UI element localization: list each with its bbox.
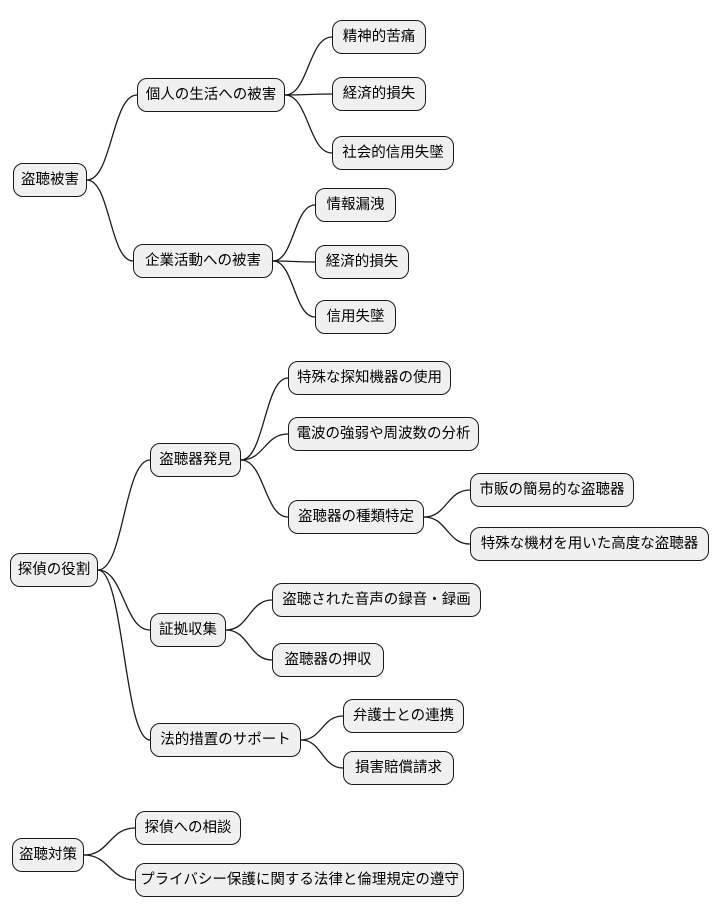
node-bug-type-identification: 盗聴器の種類特定 — [288, 500, 424, 534]
node-economic-loss-corporate: 経済的損失 — [315, 245, 409, 279]
node-wiretap-countermeasures: 盗聴対策 — [12, 838, 84, 872]
edge-n6-n8 — [272, 260, 316, 263]
edge-n11-n13 — [240, 433, 289, 461]
node-detective-role: 探偵の役割 — [10, 553, 98, 587]
node-special-detection-equipment: 特殊な探知機器の使用 — [288, 361, 451, 395]
node-evidence-collection: 証拠収集 — [150, 613, 226, 647]
node-personal-life-damage: 個人の生活への被害 — [137, 78, 285, 112]
node-commercial-simple-bug: 市販の簡易的な盗聴器 — [470, 473, 634, 507]
node-advanced-special-bug: 特殊な機材を用いた高度な盗聴器 — [470, 527, 709, 561]
node-privacy-law-compliance: プライバシー保護に関する法律と倫理規定の遵守 — [135, 863, 464, 897]
edge-n1-n2 — [86, 94, 138, 181]
node-information-leak: 情報漏洩 — [315, 188, 396, 222]
node-bug-detection: 盗聴器発見 — [150, 443, 241, 477]
node-social-credibility-loss: 社会的信用失墜 — [332, 136, 454, 170]
edge-n6-n9 — [272, 260, 316, 318]
edge-n23-n24 — [83, 827, 136, 856]
edge-n11-n14 — [240, 459, 289, 518]
node-wiretapping-damage: 盗聴被害 — [13, 163, 87, 197]
edge-n6-n7 — [272, 204, 316, 262]
node-lawyer-cooperation: 弁護士との連携 — [343, 699, 464, 733]
edge-n20-n22 — [300, 739, 344, 769]
edge-n10-n20 — [97, 569, 151, 741]
edge-n23-n25 — [83, 854, 136, 881]
node-mental-suffering: 精神的苦痛 — [332, 20, 426, 54]
edge-n17-n18 — [225, 599, 273, 631]
node-bug-seizure: 盗聴器の押収 — [272, 643, 384, 677]
edge-n2-n3 — [284, 36, 333, 96]
edge-n10-n17 — [97, 569, 151, 631]
node-damage-compensation-claim: 損害賠償請求 — [343, 751, 454, 785]
edge-n17-n19 — [225, 629, 273, 661]
node-detective-consultation: 探偵への相談 — [135, 811, 241, 845]
node-credibility-loss: 信用失墜 — [315, 300, 396, 334]
edge-n14-n15 — [423, 489, 471, 518]
edge-n2-n5 — [284, 94, 333, 154]
edge-n2-n4 — [284, 93, 333, 96]
edge-n1-n6 — [86, 179, 134, 262]
node-audio-video-recording: 盗聴された音声の録音・録画 — [272, 583, 481, 617]
node-radio-wave-analysis: 電波の強弱や周波数の分析 — [288, 417, 479, 451]
edge-n11-n12 — [240, 377, 289, 461]
node-corporate-activity-damage: 企業活動への被害 — [133, 244, 273, 278]
edge-n10-n11 — [97, 459, 151, 571]
node-economic-loss-personal: 経済的損失 — [332, 77, 426, 111]
edge-n14-n16 — [423, 516, 471, 545]
node-legal-action-support: 法的措置のサポート — [150, 723, 301, 757]
edge-n20-n21 — [300, 715, 344, 741]
